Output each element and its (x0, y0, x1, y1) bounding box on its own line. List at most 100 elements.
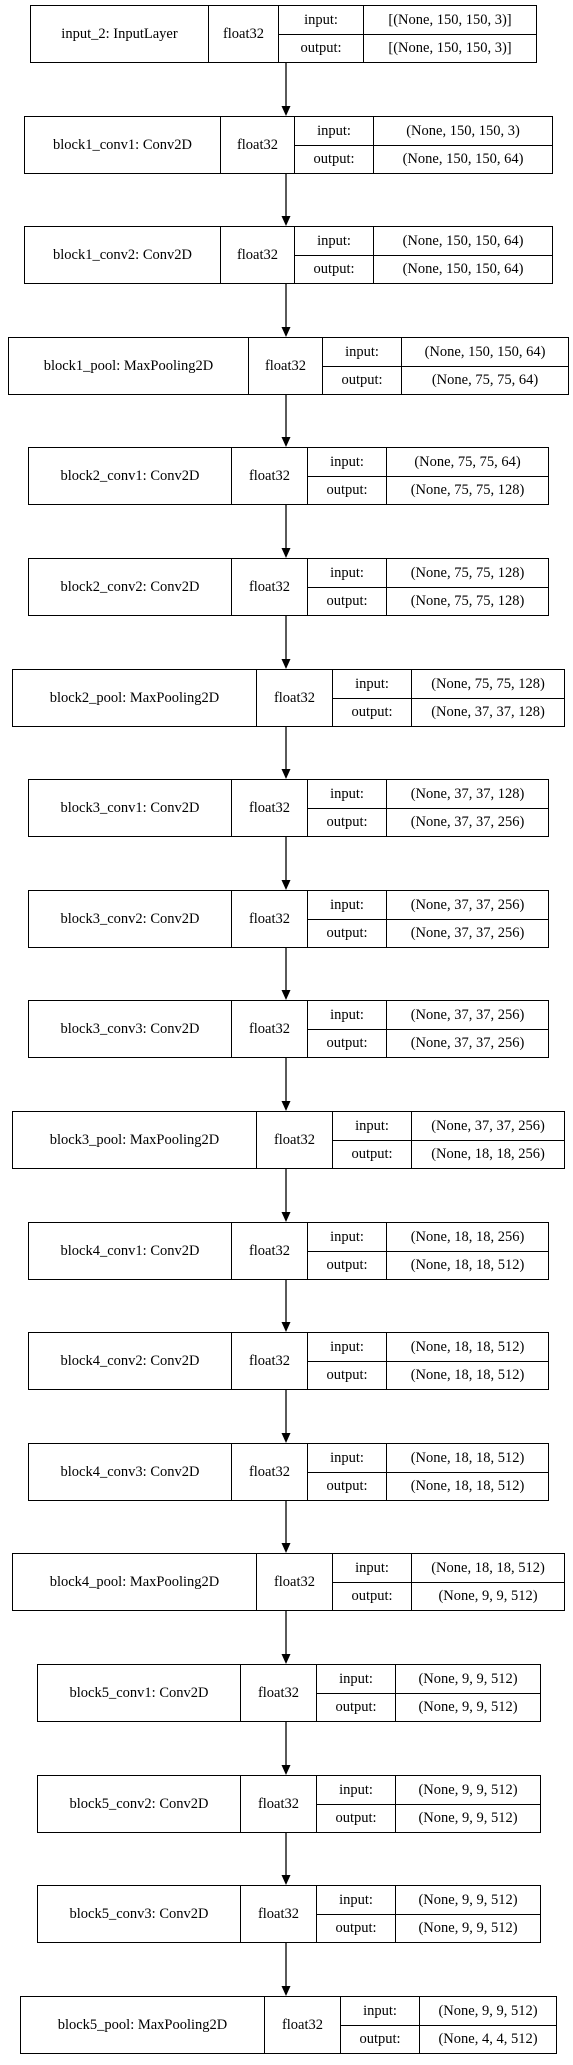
shape-values: (None, 37, 37, 256)(None, 37, 37, 256) (387, 891, 548, 947)
shape-values: (None, 37, 37, 128)(None, 37, 37, 256) (387, 780, 548, 836)
arrow-head-icon (281, 1212, 291, 1222)
layer-name: block4_conv3: Conv2D (29, 1444, 232, 1500)
layer-name: block1_conv2: Conv2D (25, 227, 221, 283)
output-label: output: (326, 1035, 368, 1051)
arrow-head-icon (281, 1433, 291, 1443)
layer-dtype: float32 (232, 1444, 308, 1500)
output-shape: (None, 75, 75, 128) (410, 482, 525, 498)
output-label: output: (359, 2031, 401, 2047)
output-label: output: (326, 1367, 368, 1383)
input-shape: (None, 37, 37, 256) (387, 1001, 548, 1030)
input-shape: (None, 75, 75, 64) (387, 448, 548, 477)
shape-values: (None, 150, 150, 64)(None, 75, 75, 64) (402, 338, 568, 394)
layer-dtype: float32 (257, 1112, 333, 1168)
input-label: input: (308, 559, 386, 588)
input-shape: (None, 37, 37, 256) (412, 1112, 564, 1141)
arrow-head-icon (281, 1322, 291, 1332)
shape-values: (None, 18, 18, 512)(None, 18, 18, 512) (387, 1333, 548, 1389)
layer-name: block4_conv2: Conv2D (29, 1333, 232, 1389)
input-label: input: (308, 1444, 386, 1473)
layer-dtype: float32 (257, 1554, 333, 1610)
shape-values: (None, 9, 9, 512)(None, 9, 9, 512) (396, 1776, 540, 1832)
arrow-head-icon (281, 880, 291, 890)
output-shape: (None, 9, 9, 512) (418, 1810, 518, 1826)
layer-name: block5_conv3: Conv2D (38, 1886, 241, 1942)
input-shape: (None, 150, 150, 64) (402, 338, 568, 367)
layer-name: input_2: InputLayer (31, 6, 209, 62)
layer-dtype: float32 (241, 1776, 317, 1832)
input-label: input: (308, 780, 386, 809)
layer-dtype: float32 (232, 448, 308, 504)
arrow-head-icon (281, 1543, 291, 1553)
arrow-head-icon (281, 1101, 291, 1111)
layer-name: block4_pool: MaxPooling2D (13, 1554, 257, 1610)
input-shape: (None, 9, 9, 512) (396, 1886, 540, 1915)
layer-name: block2_conv2: Conv2D (29, 559, 232, 615)
layer-dtype: float32 (232, 1001, 308, 1057)
io-labels: input:output: (308, 1223, 387, 1279)
shape-values: (None, 150, 150, 64)(None, 150, 150, 64) (374, 227, 552, 283)
layer-name: block2_conv1: Conv2D (29, 448, 232, 504)
layer-name: block3_conv2: Conv2D (29, 891, 232, 947)
layer-name: block1_pool: MaxPooling2D (9, 338, 249, 394)
arrow-head-icon (281, 1654, 291, 1664)
shape-values: (None, 150, 150, 3)(None, 150, 150, 64) (374, 117, 552, 173)
io-labels: input:output: (308, 448, 387, 504)
output-shape: (None, 37, 37, 256) (410, 925, 525, 941)
input-label: input: (341, 1997, 419, 2026)
shape-values: (None, 18, 18, 256)(None, 18, 18, 512) (387, 1223, 548, 1279)
output-label: output: (351, 1146, 393, 1162)
layer-dtype: float32 (232, 1333, 308, 1389)
layer-name: block3_conv3: Conv2D (29, 1001, 232, 1057)
io-labels: input:output: (333, 1112, 412, 1168)
io-labels: input:output: (333, 1554, 412, 1610)
output-label: output: (326, 925, 368, 941)
output-label: output: (335, 1810, 377, 1826)
io-labels: input: output: (341, 1997, 420, 2053)
shape-values: (None, 37, 37, 256)(None, 37, 37, 256) (387, 1001, 548, 1057)
input-label: input: (279, 6, 363, 35)
io-labels: input:output: (308, 1444, 387, 1500)
output-shape: (None, 75, 75, 128) (410, 593, 525, 609)
output-label: output: (326, 814, 368, 830)
layer-name: block3_conv1: Conv2D (29, 780, 232, 836)
input-label: input: (317, 1665, 395, 1694)
input-shape: (None, 75, 75, 128) (412, 670, 564, 699)
layer-dtype: float32 (249, 338, 323, 394)
output-shape: (None, 18, 18, 256) (431, 1146, 545, 1162)
shape-values: (None, 75, 75, 128)(None, 75, 75, 128) (387, 559, 548, 615)
arrow-head-icon (281, 327, 291, 337)
output-shape: [(None, 150, 150, 3)] (388, 40, 512, 56)
arrow-head-icon (281, 1986, 291, 1996)
output-shape: (None, 4, 4, 512) (438, 2031, 538, 2047)
io-labels: input:output: (308, 891, 387, 947)
layer-dtype: float32 (232, 559, 308, 615)
output-label: output: (300, 40, 342, 56)
output-label: output: (313, 151, 355, 167)
input-label: input: (333, 670, 411, 699)
input-label: input: (317, 1886, 395, 1915)
input-shape: (None, 18, 18, 512) (387, 1444, 548, 1473)
shape-values: (None, 37, 37, 256) (None, 18, 18, 256) (412, 1112, 564, 1168)
arrow-head-icon (281, 990, 291, 1000)
input-label: input: (323, 338, 401, 367)
layer-name: block5_pool: MaxPooling2D (21, 1997, 265, 2053)
layer-name: block5_conv1: Conv2D (38, 1665, 241, 1721)
input-shape: (None, 18, 18, 512) (387, 1333, 548, 1362)
output-shape: (None, 150, 150, 64) (402, 261, 524, 277)
layer-dtype: float32 (232, 1223, 308, 1279)
output-shape: (None, 9, 9, 512) (418, 1699, 518, 1715)
